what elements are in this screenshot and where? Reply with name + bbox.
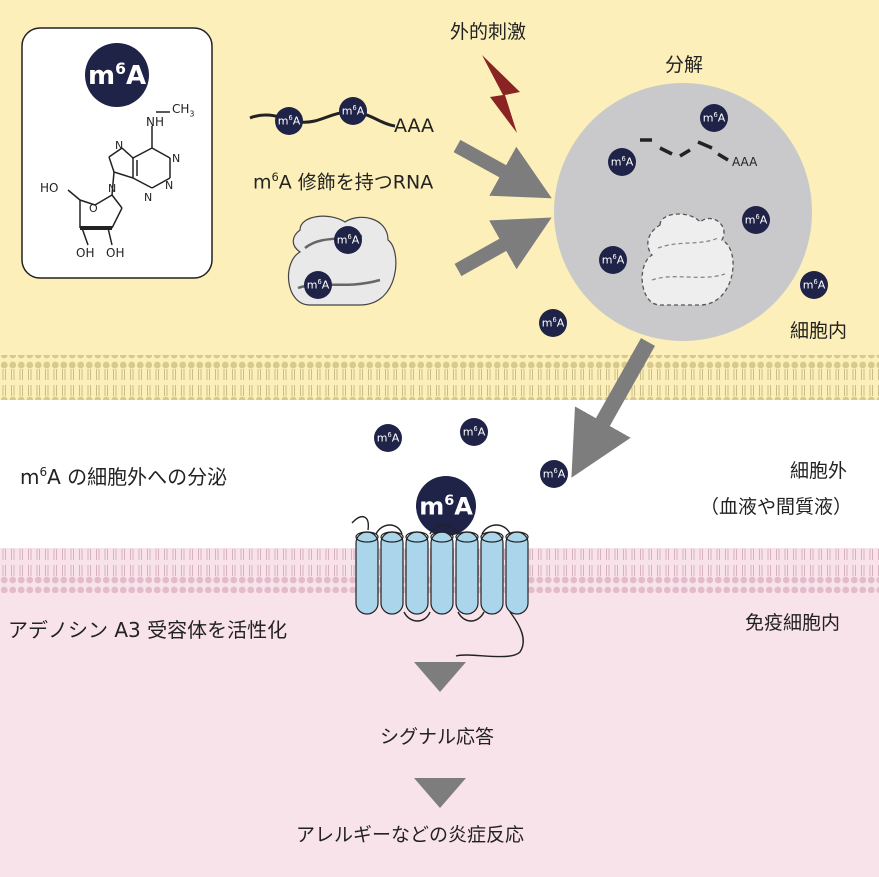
m6a-badge [374,424,402,452]
rna-label: m6A 修飾を持つRNA [253,170,434,194]
signal-arrow-2 [414,778,466,808]
adenosine-a3-receptor [351,515,529,658]
m6a-badge [460,418,488,446]
m6a-badge [540,460,568,488]
hydroxyl-label: OH [76,246,95,260]
m6a-badge-label: m6A [744,213,768,227]
m6a-badge-label: m6A [341,104,365,118]
ring-nitrogen-label: N [115,139,124,152]
m6a-badge-label: m6A [541,316,565,330]
intracellular-label: 細胞内 [790,320,848,342]
m6a-badge [800,271,828,299]
m6a-badge [304,271,332,299]
m6a-badge-label: m6A [601,253,625,267]
molecule-panel [21,27,213,279]
ring-nitrogen-label: N [144,191,153,204]
degraded-poly-a-label: AAA [732,155,758,169]
m6a-badge-label: m6A [277,114,301,128]
m6a-badge [742,206,770,234]
m6a-structure [67,111,171,246]
secretion-label: m6A の細胞外への分泌 [20,464,228,489]
m6a-badge [599,246,627,274]
m6a-badge-ligand [416,476,476,536]
m6a-badge-label: m6A [702,111,726,125]
degraded-rnp [641,213,734,306]
extracellular-label: 細胞外 [790,460,848,482]
m6a-badge-label-large: m6A [88,60,147,92]
m6a-badge [608,148,636,176]
m6a-ligand-label: m6A [419,492,473,521]
ring-oxygen-label: O [89,202,98,215]
m6a-badge [339,97,367,125]
hydroxyl-label: HO [40,181,59,195]
degraded-rna [640,138,729,162]
methyl-group-label: CH3 [172,102,195,119]
arrow-rna-to-lysosome [453,139,552,199]
amine-label: NH [146,115,165,129]
m6a-badge-label: m6A [376,431,400,445]
degradation-label: 分解 [665,54,704,76]
m6a-badge-large [85,43,149,107]
m6a-badge-label: m6A [462,425,486,439]
ring-nitrogen-label: N [172,152,181,165]
m6a-badge-label: m6A [802,278,826,292]
receptor-activation-label: アデノシン A3 受容体を活性化 [8,618,288,642]
m6a-badge [334,226,362,254]
m6a-badge-label: m6A [542,467,566,481]
ring-nitrogen-label: N [165,179,174,192]
arrow-secretion [571,338,655,478]
hydroxyl-label: OH [106,246,125,260]
ring-nitrogen-label: N [108,182,117,195]
stimulus-label: 外的刺激 [450,21,527,43]
immune-cell-region [0,593,879,877]
m6a-badge [275,107,303,135]
stimulus-bolt [482,55,520,133]
immune-cell-label: 免疫細胞内 [745,612,841,634]
m6a-badge [700,104,728,132]
signal-response-label: シグナル応答 [380,726,495,748]
extracellular-sublabel: （血液や間質液） [700,496,853,518]
m6a-badge-label: m6A [610,155,634,169]
lysosome [554,83,812,341]
m6a-badge [539,309,567,337]
m6a-badge-label: m6A [306,278,330,292]
poly-a-tail-label: AAA [394,115,435,137]
signal-arrow-1 [414,662,466,692]
inflammation-label: アレルギーなどの炎症反応 [296,824,525,846]
arrow-rnp-to-lysosome [454,217,552,277]
m6a-badge-label: m6A [336,233,360,247]
